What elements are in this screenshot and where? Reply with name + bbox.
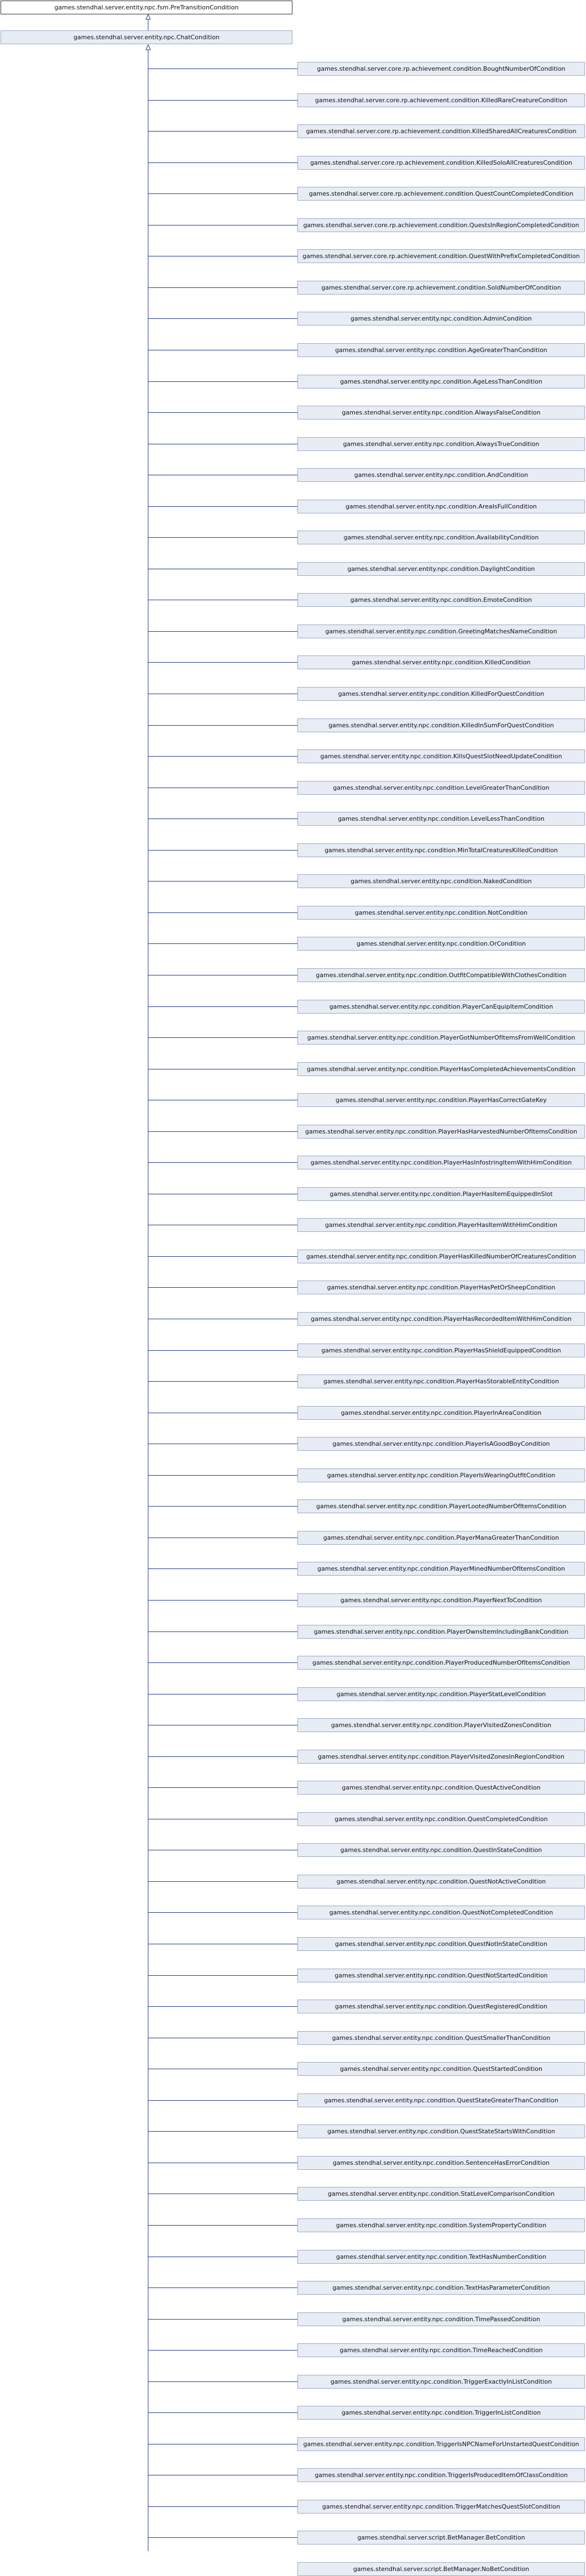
subclass-node[interactable]: games.stendhal.server.core.rp.achievemen…	[297, 249, 585, 263]
subclass-node[interactable]: games.stendhal.server.entity.npc.conditi…	[297, 343, 585, 357]
subclass-node[interactable]: games.stendhal.server.entity.npc.conditi…	[297, 1687, 585, 1701]
subclass-node[interactable]: games.stendhal.server.entity.npc.conditi…	[297, 2031, 585, 2045]
subclass-node[interactable]: games.stendhal.server.core.rp.achievemen…	[297, 62, 585, 76]
subclass-node[interactable]: games.stendhal.server.entity.npc.conditi…	[297, 2468, 585, 2482]
subclass-node[interactable]: games.stendhal.server.entity.npc.conditi…	[297, 2281, 585, 2295]
subclass-node[interactable]: games.stendhal.server.entity.npc.conditi…	[297, 531, 585, 544]
subclass-node[interactable]: games.stendhal.server.entity.npc.conditi…	[297, 1156, 585, 1169]
inheritance-arrowhead	[145, 13, 151, 20]
subclass-node[interactable]: games.stendhal.server.entity.npc.conditi…	[297, 2062, 585, 2076]
subclass-node[interactable]: games.stendhal.server.entity.npc.conditi…	[297, 593, 585, 607]
subclass-node[interactable]: games.stendhal.server.entity.npc.conditi…	[297, 2312, 585, 2326]
subclass-node[interactable]: games.stendhal.server.script.BetManager.…	[297, 2531, 585, 2544]
subclass-node[interactable]: games.stendhal.server.entity.npc.conditi…	[297, 312, 585, 326]
subclass-node[interactable]: games.stendhal.server.entity.npc.conditi…	[297, 1344, 585, 1357]
subclass-node[interactable]: games.stendhal.server.entity.npc.conditi…	[297, 937, 585, 951]
subclass-node[interactable]: games.stendhal.server.entity.npc.conditi…	[297, 781, 585, 795]
subclass-node[interactable]: games.stendhal.server.entity.npc.conditi…	[297, 2375, 585, 2389]
subclass-node[interactable]: games.stendhal.server.entity.npc.conditi…	[297, 1374, 585, 1388]
subclass-node[interactable]: games.stendhal.server.entity.npc.conditi…	[297, 1437, 585, 1451]
subclass-node[interactable]: games.stendhal.server.entity.npc.conditi…	[297, 1125, 585, 1139]
subclass-node[interactable]: games.stendhal.server.entity.npc.conditi…	[297, 1281, 585, 1294]
subclass-node[interactable]: games.stendhal.server.entity.npc.conditi…	[297, 562, 585, 576]
subclass-node[interactable]: games.stendhal.server.entity.npc.conditi…	[297, 1468, 585, 1482]
subclass-node[interactable]: games.stendhal.server.entity.npc.conditi…	[297, 2343, 585, 2357]
subclass-node[interactable]: games.stendhal.server.entity.npc.conditi…	[297, 1062, 585, 1076]
subclass-node[interactable]: games.stendhal.server.entity.npc.conditi…	[297, 1187, 585, 1201]
subclass-node[interactable]: games.stendhal.server.entity.npc.conditi…	[297, 2187, 585, 2201]
subclass-node[interactable]: games.stendhal.server.entity.npc.conditi…	[297, 500, 585, 513]
subclass-node[interactable]: games.stendhal.server.entity.npc.conditi…	[297, 1593, 585, 1607]
subclass-node[interactable]: games.stendhal.server.entity.npc.conditi…	[297, 874, 585, 888]
subclass-node[interactable]: games.stendhal.server.core.rp.achievemen…	[297, 218, 585, 232]
subclass-node[interactable]: games.stendhal.server.entity.npc.conditi…	[297, 1875, 585, 1888]
subclass-node[interactable]: games.stendhal.server.entity.npc.conditi…	[297, 1969, 585, 1982]
subclass-node[interactable]: games.stendhal.server.entity.npc.conditi…	[297, 1406, 585, 1420]
subclass-node[interactable]: games.stendhal.server.core.rp.achievemen…	[297, 187, 585, 201]
subclass-node[interactable]: games.stendhal.server.entity.npc.conditi…	[297, 625, 585, 638]
subclass-node[interactable]: games.stendhal.server.entity.npc.conditi…	[297, 2156, 585, 2170]
subclass-node[interactable]: games.stendhal.server.entity.npc.conditi…	[297, 2218, 585, 2232]
subclass-node[interactable]: games.stendhal.server.entity.npc.conditi…	[297, 1718, 585, 1732]
subclass-node[interactable]: games.stendhal.server.entity.npc.conditi…	[297, 1499, 585, 1513]
subclass-node[interactable]: games.stendhal.server.core.rp.achievemen…	[297, 93, 585, 107]
subclass-node[interactable]: games.stendhal.server.entity.npc.conditi…	[297, 1625, 585, 1639]
subclass-node[interactable]: games.stendhal.server.entity.npc.conditi…	[297, 906, 585, 920]
subclass-node[interactable]: games.stendhal.server.entity.npc.conditi…	[297, 1531, 585, 1545]
subclass-node[interactable]: games.stendhal.server.entity.npc.conditi…	[297, 1031, 585, 1045]
subclass-node[interactable]: games.stendhal.server.entity.npc.conditi…	[297, 437, 585, 451]
subclass-node[interactable]: games.stendhal.server.entity.npc.conditi…	[297, 468, 585, 482]
subclass-node[interactable]: games.stendhal.server.entity.npc.conditi…	[297, 2124, 585, 2138]
subclass-node[interactable]: games.stendhal.server.entity.npc.conditi…	[297, 718, 585, 732]
subclass-node[interactable]: games.stendhal.server.entity.npc.conditi…	[297, 655, 585, 669]
subclass-node[interactable]: games.stendhal.server.entity.npc.conditi…	[297, 1781, 585, 1795]
root-class-node[interactable]: games.stendhal.server.entity.npc.fsm.Pre…	[1, 1, 292, 14]
subclass-node[interactable]: games.stendhal.server.entity.npc.conditi…	[297, 1250, 585, 1263]
subclass-node[interactable]: games.stendhal.server.entity.npc.conditi…	[297, 2437, 585, 2451]
subclass-node[interactable]: games.stendhal.server.entity.npc.conditi…	[297, 2500, 585, 2514]
subclass-node[interactable]: games.stendhal.server.core.rp.achievemen…	[297, 281, 585, 295]
subclass-node[interactable]: games.stendhal.server.entity.npc.conditi…	[297, 812, 585, 826]
subclass-node[interactable]: games.stendhal.server.entity.npc.conditi…	[297, 843, 585, 857]
subclass-node[interactable]: games.stendhal.server.core.rp.achievemen…	[297, 124, 585, 138]
subclass-node[interactable]: games.stendhal.server.entity.npc.conditi…	[297, 1937, 585, 1951]
subclass-node[interactable]: games.stendhal.server.entity.npc.conditi…	[297, 1843, 585, 1857]
subclass-node[interactable]: games.stendhal.server.entity.npc.conditi…	[297, 2094, 585, 2107]
subclass-node[interactable]: games.stendhal.server.entity.npc.conditi…	[297, 2250, 585, 2264]
subclass-node[interactable]: games.stendhal.server.entity.npc.conditi…	[297, 375, 585, 389]
subclass-node[interactable]: games.stendhal.server.entity.npc.conditi…	[297, 749, 585, 763]
subclass-node[interactable]: games.stendhal.server.entity.npc.conditi…	[297, 1656, 585, 1670]
parent-class-node[interactable]: games.stendhal.server.entity.npc.ChatCon…	[1, 30, 292, 44]
subclass-node[interactable]: games.stendhal.server.entity.npc.conditi…	[297, 406, 585, 419]
subclass-node[interactable]: games.stendhal.server.entity.npc.conditi…	[297, 1000, 585, 1014]
subclass-node[interactable]: games.stendhal.server.entity.npc.conditi…	[297, 2000, 585, 2013]
subclass-node[interactable]: games.stendhal.server.core.rp.achievemen…	[297, 156, 585, 170]
subclass-node[interactable]: games.stendhal.server.entity.npc.conditi…	[297, 1218, 585, 1232]
subclass-node[interactable]: games.stendhal.server.entity.npc.conditi…	[297, 1750, 585, 1764]
subclass-node[interactable]: games.stendhal.server.entity.npc.conditi…	[297, 687, 585, 701]
subclass-node[interactable]: games.stendhal.server.entity.npc.conditi…	[297, 1906, 585, 1919]
subclass-node[interactable]: games.stendhal.server.entity.npc.conditi…	[297, 1812, 585, 1826]
subclass-node[interactable]: games.stendhal.server.script.BetManager.…	[297, 2562, 585, 2576]
subclass-node[interactable]: games.stendhal.server.entity.npc.conditi…	[297, 1312, 585, 1326]
subclass-node[interactable]: games.stendhal.server.entity.npc.conditi…	[297, 2406, 585, 2420]
inheritance-arrowhead	[145, 44, 151, 50]
subclass-node[interactable]: games.stendhal.server.entity.npc.conditi…	[297, 968, 585, 982]
subclass-node[interactable]: games.stendhal.server.entity.npc.conditi…	[297, 1093, 585, 1107]
subclass-node[interactable]: games.stendhal.server.entity.npc.conditi…	[297, 1562, 585, 1576]
